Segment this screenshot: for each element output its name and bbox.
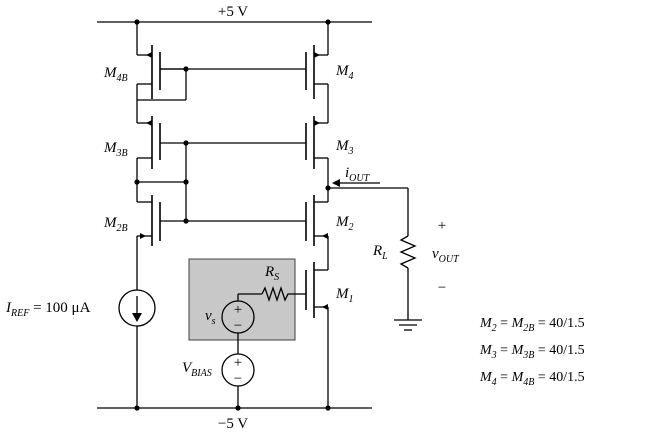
junction-dots [134,19,331,411]
m1-label: M1 [335,286,354,305]
rs-label: RS [264,264,279,283]
rl-label: RL [372,243,388,262]
m3-label: M3 [335,138,354,157]
m3b-label: M3B [103,140,128,159]
ground-icon [394,319,422,331]
vbias-label: VBIAS [182,360,212,379]
vout-label: vOUT [432,246,460,265]
iref-label: IREF = 100 μA [5,300,91,319]
m2-label: M2 [335,214,354,233]
top-rail-label: +5 V [218,4,248,20]
spec-m3: M3 = M3B = 40/1.5 [479,343,585,361]
vout-minus: − [438,280,446,296]
bottom-rail-label: −5 V [218,416,248,432]
vs-minus: − [234,318,242,334]
vbias-plus: + [234,355,242,371]
vbias-minus: − [234,371,242,387]
rl-resistor-icon [399,235,417,269]
vs-plus: + [234,302,242,318]
sizing-specs: M2 = M2B = 40/1.5 M3 = M3B = 40/1.5 M4 =… [479,316,585,388]
vs-label: vs [205,308,216,327]
m4b-label: M4B [103,65,128,84]
m4-label: M4 [335,63,354,82]
spec-m4: M4 = M4B = 40/1.5 [479,370,585,388]
right-column-wires [292,22,329,408]
left-column-wires [136,22,187,408]
iref-source-icon [118,289,156,327]
iout-label: iOUT [345,165,371,184]
rs-resistor-icon [261,285,292,303]
spec-m2: M2 = M2B = 40/1.5 [479,316,585,334]
vout-plus: + [438,218,446,234]
m2b-label: M2B [103,215,128,234]
